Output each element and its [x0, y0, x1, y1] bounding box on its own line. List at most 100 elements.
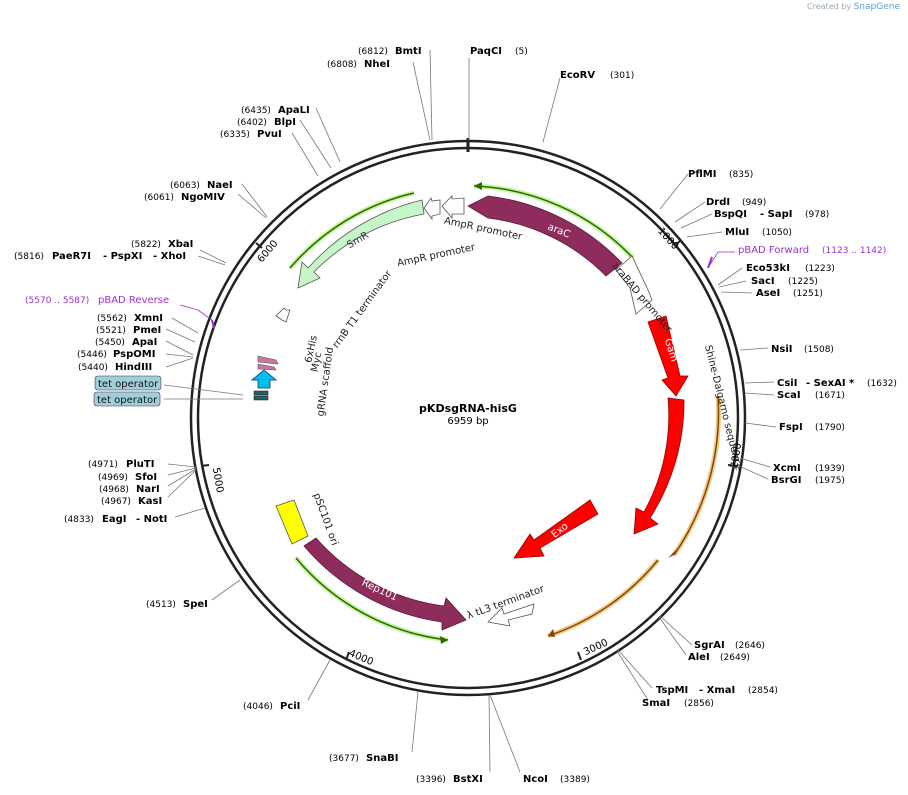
beta-feature	[633, 397, 685, 535]
site-noti: - NotI	[136, 514, 167, 525]
site-eco53ki-pos: (1223)	[805, 264, 835, 274]
pbad-forward-label: pBAD Forward	[738, 245, 809, 256]
leader-alei	[658, 616, 687, 656]
leader-saci	[718, 280, 747, 288]
sites-left: (6812) BmtI (6808) NheI (6435) ApaLI (64…	[14, 46, 483, 785]
site-saci-pos: (1225)	[788, 277, 818, 287]
site-scai: ScaI	[777, 390, 801, 401]
grna-scaffold-feature	[250, 369, 278, 389]
site-nhei-pos: (6808)	[327, 60, 357, 70]
ampr-promoter-2-label: AmpR promoter	[396, 242, 477, 269]
site-hindiii: HindIII	[115, 362, 152, 373]
ampr-promoter-2-feature	[423, 197, 441, 221]
rep101-arc-head	[440, 636, 448, 644]
leader-pmei	[165, 328, 196, 343]
leader-ngomiv	[237, 193, 267, 219]
site-alei: AleI	[688, 652, 710, 663]
site-xcmi-pos: (1939)	[815, 464, 845, 474]
site-apali-pos: (6435)	[241, 106, 271, 116]
tick-1000	[673, 240, 681, 247]
site-bsrgi: BsrGI	[771, 475, 801, 486]
tick-2000	[727, 464, 737, 467]
site-apali: ApaLI	[278, 105, 310, 116]
site-sapi: - SapI	[760, 209, 792, 220]
myc-feature	[257, 363, 277, 371]
leader-bmti	[429, 49, 433, 141]
track-arc-1	[673, 395, 720, 556]
site-sgrai: SgrAI	[694, 640, 725, 651]
leader-pvui	[291, 132, 319, 177]
tick-label-2000: 2000	[729, 442, 744, 469]
tet-operator-1-label: tet operator	[98, 379, 159, 390]
leader-scai	[744, 392, 775, 396]
site-snabi: SnaBI	[366, 753, 398, 764]
site-csii: CsiI	[777, 378, 797, 389]
pbad-forward-mark	[707, 256, 713, 269]
site-ngomiv-pos: (6061)	[144, 193, 174, 203]
site-mlui-pos: (1050)	[762, 228, 792, 238]
pbad-reverse-leader	[179, 304, 213, 321]
primers: pBAD Forward (1123 .. 1142) (5570 .. 558…	[25, 245, 886, 329]
site-eco53ki: Eco53kI	[746, 263, 790, 274]
site-nari-pos: (4968)	[99, 485, 129, 495]
leader-fspi	[744, 422, 777, 428]
pbad-forward-range: (1123 .. 1142)	[822, 246, 886, 256]
tick-label-6000: 6000	[256, 238, 281, 265]
leader-psopomi	[165, 353, 194, 358]
site-asei-pos: (1251)	[793, 289, 823, 299]
site-bsrgi-pos: (1975)	[815, 476, 845, 486]
leader-pcii	[307, 659, 331, 701]
site-smai-pos: (2856)	[684, 699, 714, 709]
primer-track-arcs	[547, 395, 722, 639]
site-spei-pos: (4513)	[146, 600, 176, 610]
leader-ncoi	[489, 694, 521, 773]
boxed-labels: tet operator tet operator	[93, 375, 162, 407]
site-xmai: - XmaI	[699, 685, 735, 696]
tick-5000	[200, 464, 210, 467]
leader-snabi	[411, 691, 419, 753]
site-pflmi-pos: (835)	[729, 170, 753, 180]
exo-feature	[513, 499, 599, 559]
plasmid-name: pKDsgRNA-hisG	[419, 402, 517, 415]
green-arcs	[288, 182, 635, 644]
arac-arc	[473, 185, 634, 259]
site-tspmi: TspMI	[656, 685, 688, 696]
leader-drdi	[674, 201, 706, 223]
site-apai-pos: (5450)	[95, 338, 125, 348]
leader-tspmi	[617, 649, 653, 689]
snapgene-logo: SnapGene	[853, 2, 900, 12]
site-naei: NaeI	[207, 180, 233, 191]
beta-label: Beta	[672, 457, 687, 482]
leader-bspqi	[680, 213, 713, 229]
site-pspxi: - PspXI	[103, 251, 142, 262]
site-xhoi: - XhoI	[153, 251, 186, 262]
leader-kasi	[167, 469, 197, 498]
site-paer7i-pos: (5816)	[14, 252, 44, 262]
leader-spei	[211, 579, 241, 601]
site-hindiii-pos: (5440)	[78, 363, 108, 373]
plasmid-length: 6959 bp	[447, 416, 488, 427]
pbad-reverse-mark	[211, 319, 215, 329]
site-bmti: BmtI	[395, 46, 422, 57]
site-ngomiv: NgoMIV	[181, 192, 225, 203]
site-fspi: FspI	[779, 422, 803, 433]
tet-operator-2-box	[93, 391, 161, 407]
site-pluti-pos: (4971)	[88, 460, 118, 470]
site-pspomi-pos: (5446)	[77, 350, 107, 360]
track-arc-2	[547, 559, 659, 637]
tl3-terminator-feature	[487, 603, 535, 627]
rep101-feature	[303, 537, 467, 631]
site-pmei-pos: (5521)	[96, 326, 126, 336]
rrnb-terminator-label: rrnB T1 terminator	[331, 268, 395, 350]
site-xbai-pos: (5822)	[131, 240, 161, 250]
leader-eagi	[174, 507, 206, 518]
site-drdi: DrdI	[706, 197, 730, 208]
site-ecorv: EcoRV	[560, 70, 595, 81]
leader-xcmi	[739, 457, 771, 468]
sites-right: PaqCI (5) EcoRV (301) PflMI (835) DrdI (…	[470, 46, 897, 785]
site-xcmi: XcmI	[773, 463, 801, 474]
site-xmni-pos: (5562)	[97, 314, 127, 324]
leader-ecorv	[542, 77, 561, 143]
site-ncoi: NcoI	[523, 774, 548, 785]
